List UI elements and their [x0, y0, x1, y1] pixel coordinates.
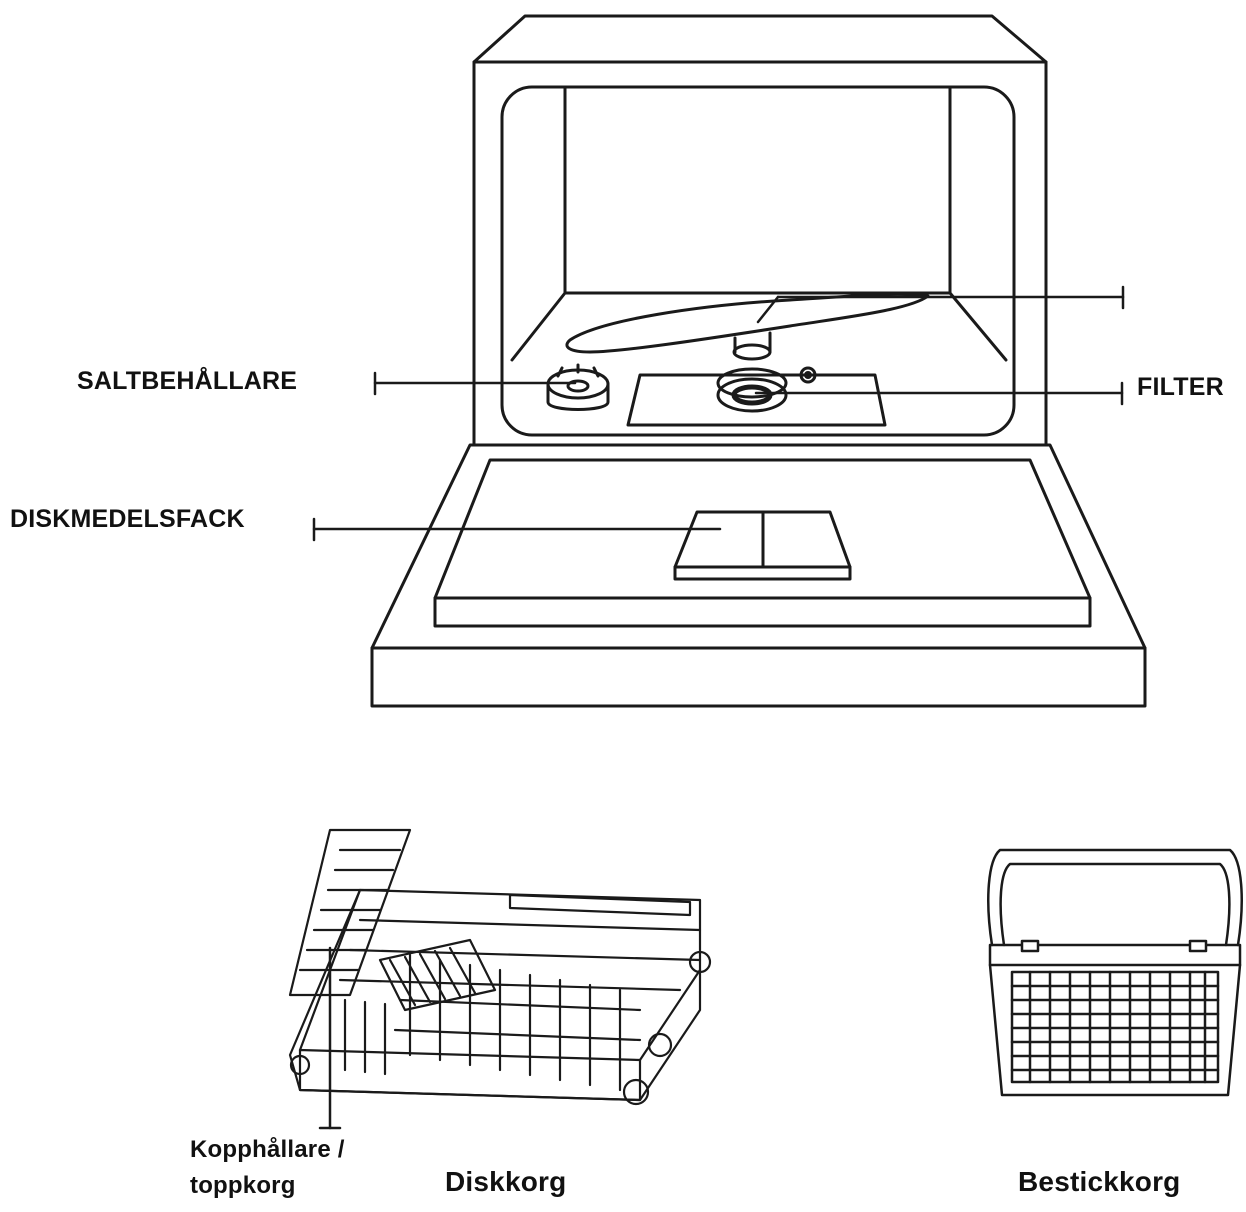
cup-holder-label-line1: Kopphållare /: [190, 1136, 345, 1163]
filter-label: FILTER: [1137, 373, 1224, 401]
spray-arm: [565, 292, 930, 361]
filter-assembly: [626, 366, 887, 427]
cutlery-basket-illustration: [987, 848, 1243, 1097]
detergent-compartment-label: DISKMEDELSFACK: [10, 505, 245, 533]
cutlery-basket-caption: Bestickkorg: [1018, 1166, 1181, 1197]
cup-holder-label-line2: toppkorg: [190, 1172, 296, 1199]
dishwasher-door: [370, 443, 1147, 708]
dish-rack-illustration: [288, 828, 712, 1106]
salt-container-label: SALTBEHÅLLARE: [77, 367, 298, 395]
cup-holder-label: Kopphållare / toppkorg: [190, 1132, 345, 1204]
salt-container-cap: [546, 363, 610, 411]
leader-lines: [312, 285, 1125, 1130]
dish-rack-caption: Diskkorg: [445, 1166, 567, 1197]
